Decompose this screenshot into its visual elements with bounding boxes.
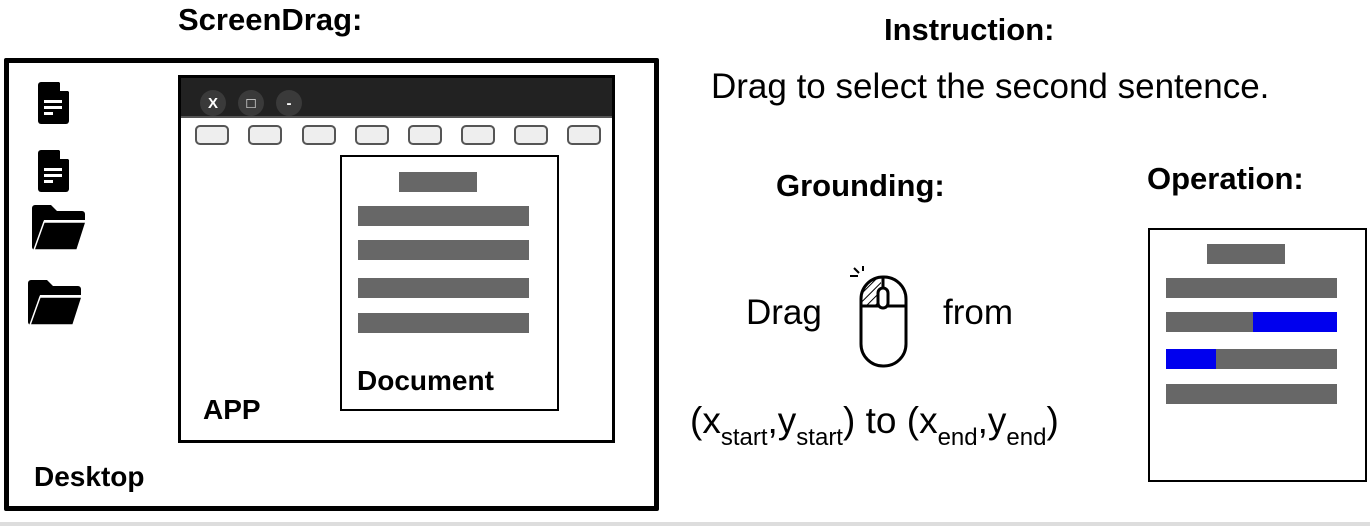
mouse-icon — [850, 266, 908, 368]
folder-icon — [32, 205, 88, 251]
end-subscript: end — [1006, 424, 1047, 451]
text-line — [1166, 278, 1337, 298]
document-icon — [38, 150, 69, 192]
toolbar-button[interactable] — [302, 125, 336, 145]
end-subscript: end — [937, 424, 978, 451]
text-line — [358, 313, 529, 333]
desktop — [4, 58, 659, 511]
operation-heading: Operation: — [1147, 161, 1304, 196]
comma: , — [767, 400, 778, 441]
y-symbol: y — [777, 400, 797, 441]
x-symbol: x — [702, 400, 721, 441]
folder-icon — [28, 280, 84, 326]
selection-highlight — [1253, 312, 1337, 332]
text-line — [358, 206, 529, 226]
to-text: to — [865, 400, 897, 441]
toolbar-button[interactable] — [248, 125, 282, 145]
toolbar-button[interactable] — [461, 125, 495, 145]
app-label: APP — [203, 394, 261, 425]
document-icon — [38, 82, 69, 124]
grounding-heading: Grounding: — [776, 168, 945, 203]
paren: ) — [1046, 400, 1059, 441]
toolbar-button[interactable] — [355, 125, 389, 145]
text-line — [1166, 384, 1337, 404]
x-symbol: x — [919, 400, 938, 441]
instruction-text: Drag to select the second sentence. — [711, 67, 1270, 106]
start-subscript: start — [796, 424, 843, 451]
document-title-line — [1207, 244, 1285, 264]
toolbar-button[interactable] — [195, 125, 229, 145]
title-bar: X □ - — [181, 78, 612, 118]
text-line — [358, 278, 529, 298]
toolbar-button[interactable] — [514, 125, 548, 145]
y-symbol: y — [987, 400, 1007, 441]
paren: ( — [906, 400, 920, 441]
close-button[interactable]: X — [200, 90, 226, 116]
start-subscript: start — [720, 424, 768, 451]
document: Document — [340, 155, 559, 411]
coordinates-text: (xstart,ystart) to (xend,yend) — [690, 400, 1059, 452]
bottom-border — [0, 522, 1370, 526]
toolbar-button[interactable] — [408, 125, 442, 145]
operation-document — [1148, 228, 1367, 482]
toolbar-button[interactable] — [567, 125, 601, 145]
document-title-line — [399, 172, 477, 192]
maximize-button[interactable]: □ — [238, 90, 264, 116]
paren: ) — [842, 400, 856, 441]
selection-highlight — [1166, 349, 1216, 369]
comma: , — [977, 400, 988, 441]
title: ScreenDrag: — [178, 2, 363, 37]
drag-text: Drag — [746, 293, 822, 332]
from-text: from — [943, 293, 1013, 332]
instruction-heading: Instruction: — [884, 12, 1055, 47]
minimize-button[interactable]: - — [276, 90, 302, 116]
paren: ( — [690, 400, 703, 441]
text-line — [358, 240, 529, 260]
document-label: Document — [357, 365, 494, 396]
desktop-label: Desktop — [34, 461, 145, 492]
